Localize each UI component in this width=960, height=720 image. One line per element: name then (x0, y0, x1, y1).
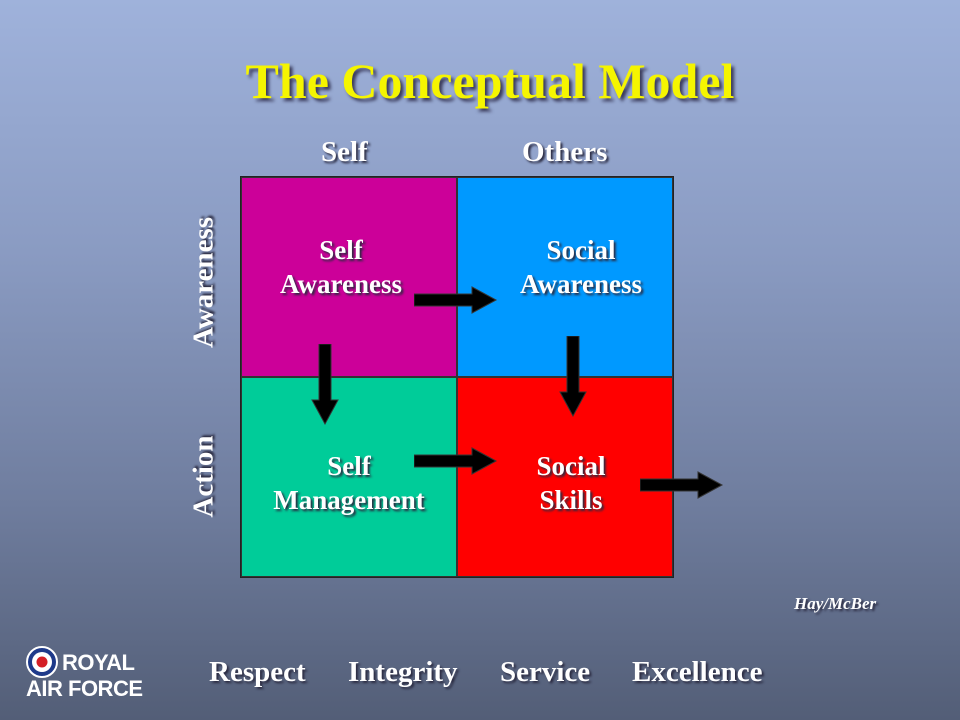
label-social-awareness: Social Awareness (508, 233, 654, 301)
core-value-integrity: Integrity (348, 656, 458, 688)
arrow-right-icon (414, 447, 498, 475)
label-line: Awareness (520, 269, 642, 299)
core-value-respect: Respect (209, 656, 306, 688)
label-line: Self (319, 235, 363, 265)
raf-logo: ROYAL AIR FORCE (26, 646, 146, 702)
page-title: The Conceptual Model (245, 53, 735, 109)
row-header-awareness: Awareness (187, 216, 220, 349)
label-line: Awareness (280, 269, 402, 299)
label-self-awareness: Self Awareness (268, 233, 414, 301)
row-header-action: Action (187, 435, 220, 518)
label-social-skills: Social Skills (511, 449, 631, 517)
label-line: Skills (539, 485, 603, 515)
logo-text-air-force: AIR FORCE (26, 676, 143, 701)
logo-text-royal: ROYAL (62, 650, 135, 675)
credit-text: Hay/McBer (794, 594, 877, 613)
label-line: Social (546, 235, 616, 265)
cell-self-awareness (241, 177, 457, 377)
cell-self-management (241, 377, 457, 577)
core-value-excellence: Excellence (632, 656, 763, 688)
arrow-down-icon (311, 344, 339, 426)
column-header-others: Others (522, 136, 608, 168)
column-header-self: Self (321, 136, 368, 168)
arrow-right-icon (640, 471, 724, 499)
roundel-icon (26, 646, 58, 678)
arrow-right-icon (414, 286, 498, 314)
core-value-service: Service (500, 656, 591, 688)
cell-social-skills (457, 377, 673, 577)
label-line: Social (536, 451, 606, 481)
label-line: Self (327, 451, 371, 481)
label-line: Management (273, 485, 425, 515)
quadrant-grid (240, 176, 674, 578)
label-self-management: Self Management (254, 449, 444, 517)
cell-social-awareness (457, 177, 673, 377)
arrow-down-icon (559, 336, 587, 418)
